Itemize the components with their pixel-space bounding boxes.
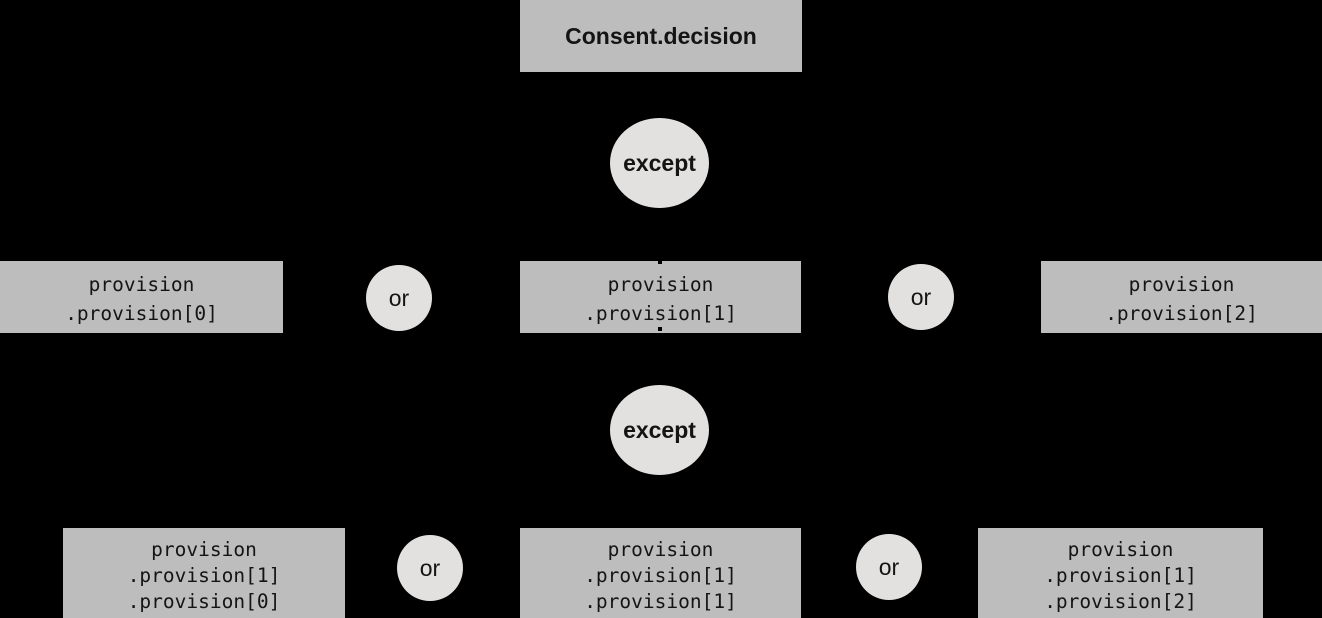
except-node-1: except (610, 118, 709, 208)
provision-node-0: provision .provision[0] (0, 261, 283, 333)
connector-dot-bottom (658, 327, 662, 331)
node-label-line: .provision[1] (584, 564, 737, 587)
node-label-line: provision (1128, 272, 1235, 296)
node-label-line: .provision[1] (584, 590, 737, 613)
provision-node-1-0: provision .provision[1] .provision[0] (63, 528, 345, 618)
except-node-2: except (610, 385, 709, 475)
node-label-line: .provision[1] (1044, 564, 1197, 587)
node-label-line: .provision[0] (65, 301, 218, 325)
or-node-4: or (856, 534, 922, 600)
or-node-2: or (888, 264, 954, 330)
connector-dot-top (658, 260, 662, 264)
provision-node-2: provision .provision[2] (1041, 261, 1322, 333)
node-label-line: provision (607, 538, 714, 561)
provision-node-1-1: provision .provision[1] .provision[1] (520, 528, 801, 618)
node-label-line: .provision[1] (584, 301, 737, 325)
provision-node-1: provision .provision[1] (520, 261, 801, 333)
node-label-line: provision (1067, 538, 1174, 561)
node-label-line: provision (151, 538, 257, 561)
node-label-line: .provision[1] (127, 564, 281, 587)
node-label-line: .provision[2] (1105, 301, 1258, 325)
or-node-3: or (397, 535, 463, 601)
node-label-line: provision (88, 272, 195, 296)
node-label-line: .provision[2] (1044, 590, 1197, 613)
node-label-line: provision (607, 272, 714, 296)
node-label-line: .provision[0] (127, 590, 281, 613)
root-node-consent-decision: Consent.decision (520, 0, 802, 72)
provision-node-1-2: provision .provision[1] .provision[2] (978, 528, 1263, 618)
or-node-1: or (366, 265, 432, 331)
